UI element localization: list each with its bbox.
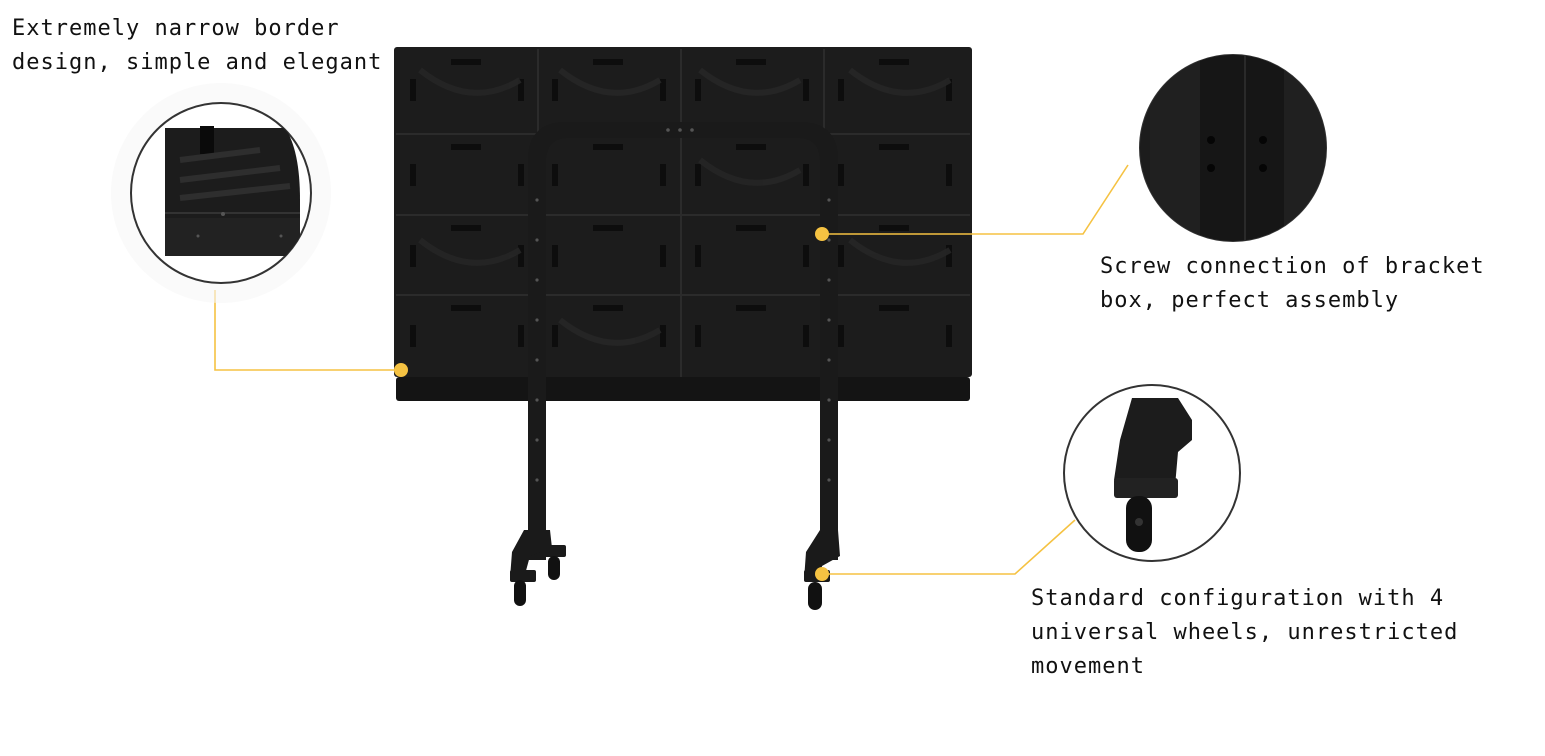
- module-handle-side: [660, 245, 666, 267]
- module-handle-top: [593, 59, 623, 65]
- module-handle-side: [946, 325, 952, 347]
- module-handle-top: [736, 144, 766, 150]
- module-handle-top: [879, 59, 909, 65]
- module-handle-top: [736, 225, 766, 231]
- module-handle-top: [736, 59, 766, 65]
- module-handle-side: [660, 325, 666, 347]
- callout-dot-screw: [815, 227, 829, 241]
- module-handle-side: [803, 245, 809, 267]
- module-handle-top: [593, 225, 623, 231]
- caption-universal-wheels: Standard configuration with 4 universal …: [1031, 586, 1459, 679]
- module-handle-side: [838, 164, 844, 186]
- module-handle-side: [695, 245, 701, 267]
- module-handle-side: [518, 164, 524, 186]
- callout-dot-border: [394, 363, 408, 377]
- callout-zoom-screw: [1139, 54, 1327, 242]
- panel-bottom-border: [396, 377, 970, 401]
- module-handle-side: [552, 325, 558, 347]
- module-handle-side: [518, 245, 524, 267]
- module-handle-top: [593, 144, 623, 150]
- module-handle-top: [879, 305, 909, 311]
- module-handle-side: [552, 245, 558, 267]
- wheel-left: [510, 530, 566, 606]
- panel-pattern: [418, 67, 952, 346]
- callout-lines: [214, 164, 1129, 575]
- stand-frame: [528, 122, 838, 560]
- module-handle-side: [838, 245, 844, 267]
- module-handle-side: [518, 325, 524, 347]
- module-handle-side: [660, 164, 666, 186]
- module-handle-top: [451, 59, 481, 65]
- module-handle-side: [552, 164, 558, 186]
- module-handle-side: [410, 79, 416, 101]
- callout-dots: [394, 227, 829, 581]
- module-handle-side: [946, 245, 952, 267]
- module-handle-side: [410, 245, 416, 267]
- module-handle-top: [879, 144, 909, 150]
- module-handle-side: [803, 325, 809, 347]
- module-handle-side: [803, 164, 809, 186]
- module-handle-side: [695, 325, 701, 347]
- module-handle-side: [410, 164, 416, 186]
- module-handle-top: [736, 305, 766, 311]
- module-handle-side: [660, 79, 666, 101]
- module-handle-top: [593, 305, 623, 311]
- module-handle-side: [410, 325, 416, 347]
- led-cabinet-panel: [394, 47, 972, 401]
- module-handle-side: [838, 79, 844, 101]
- module-handle-side: [695, 79, 701, 101]
- module-handle-top: [451, 305, 481, 311]
- callout-zoom-wheel: [1063, 384, 1241, 562]
- callout-dot-wheel: [815, 567, 829, 581]
- module-handle-side: [518, 79, 524, 101]
- module-handle-top: [879, 225, 909, 231]
- module-handle-side: [552, 79, 558, 101]
- module-handle-side: [946, 79, 952, 101]
- module-handle-top: [451, 225, 481, 231]
- module-handle-side: [946, 164, 952, 186]
- module-handle-side: [838, 325, 844, 347]
- caption-screw-connection: Screw connection of bracket box, perfect…: [1100, 254, 1485, 313]
- module-handles: [410, 59, 952, 347]
- callout-zoom-border: [111, 83, 331, 303]
- module-handle-top: [451, 144, 481, 150]
- module-handle-side: [695, 164, 701, 186]
- module-handle-side: [803, 79, 809, 101]
- caption-narrow-border: Extremely narrow border design, simple a…: [12, 16, 383, 75]
